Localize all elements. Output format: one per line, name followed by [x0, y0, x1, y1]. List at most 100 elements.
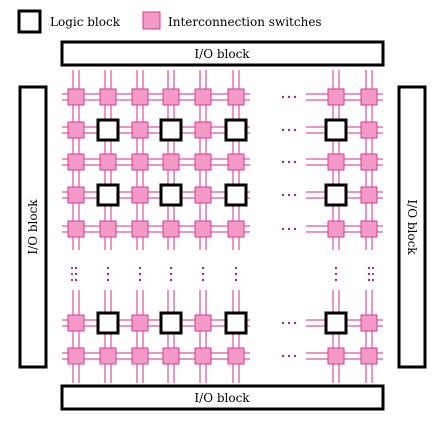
- ellipsis-dot: [234, 278, 238, 282]
- ellipsis-dot: [74, 266, 78, 270]
- ellipsis-dot: [281, 227, 285, 231]
- ellipsis-dot: [287, 193, 291, 197]
- io-block-top-label: I/O block: [194, 47, 250, 61]
- ellipsis-dot: [293, 193, 297, 197]
- interconnection-switch: [227, 88, 245, 106]
- ellipsis-dot: [106, 278, 110, 282]
- ellipsis-dot: [281, 193, 285, 197]
- ellipsis-dot: [106, 272, 110, 276]
- ellipsis-dot: [334, 272, 338, 276]
- interconnection-switch: [194, 220, 212, 238]
- ellipsis-dot: [234, 266, 238, 270]
- interconnection-switch: [67, 88, 85, 106]
- ellipsis-dot: [169, 272, 173, 276]
- logic-blocks: [96, 118, 348, 335]
- legend-logic-block-label: Logic block: [50, 15, 121, 29]
- interconnection-switch: [162, 153, 180, 171]
- ellipsis-dot: [334, 266, 338, 270]
- ellipsis-dot: [138, 266, 142, 270]
- ellipsis-dot: [281, 128, 285, 132]
- legend-switch-swatch: [142, 11, 161, 30]
- interconnection-switch: [67, 347, 85, 365]
- logic-block: [324, 311, 348, 335]
- io-block-right-label: I/O block: [405, 199, 419, 255]
- interconnection-switch: [227, 153, 245, 171]
- ellipsis-dot: [70, 278, 74, 282]
- logic-block: [324, 118, 348, 142]
- interconnection-switch: [194, 347, 212, 365]
- ellipsis-dot: [201, 266, 205, 270]
- ellipsis-dot: [367, 278, 371, 282]
- interconnection-switch: [162, 88, 180, 106]
- interconnection-switch: [67, 314, 85, 332]
- ellipsis-dot: [201, 272, 205, 276]
- io-block-bottom: I/O block: [60, 384, 385, 411]
- ellipsis-dot: [293, 160, 297, 164]
- ellipsis-dot: [281, 354, 285, 358]
- ellipsis-dot: [281, 160, 285, 164]
- ellipsis-dots: [70, 95, 375, 358]
- interconnection-switch: [99, 220, 117, 238]
- interconnection-switch: [360, 153, 378, 171]
- interconnection-switch: [327, 220, 345, 238]
- ellipsis-dot: [293, 227, 297, 231]
- ellipsis-dot: [74, 272, 78, 276]
- ellipsis-dot: [138, 278, 142, 282]
- interconnection-switch: [360, 220, 378, 238]
- interconnection-switch: [131, 314, 149, 332]
- interconnection-switch: [67, 220, 85, 238]
- logic-block: [96, 118, 120, 142]
- interconnection-switch: [131, 153, 149, 171]
- interconnection-switch: [162, 220, 180, 238]
- ellipsis-dot: [281, 321, 285, 325]
- ellipsis-dot: [293, 95, 297, 99]
- io-block-top: I/O block: [60, 40, 385, 67]
- interconnection-switch: [99, 88, 117, 106]
- interconnection-switch: [131, 88, 149, 106]
- ellipsis-dot: [293, 128, 297, 132]
- ellipsis-dot: [287, 128, 291, 132]
- io-block-left-label: I/O block: [26, 199, 40, 255]
- interconnection-switch: [131, 121, 149, 139]
- legend: Logic block Interconnection switches: [17, 9, 322, 34]
- interconnection-switch: [131, 347, 149, 365]
- interconnection-switch: [227, 220, 245, 238]
- ellipsis-dot: [367, 272, 371, 276]
- logic-block: [224, 183, 248, 207]
- ellipsis-dot: [287, 227, 291, 231]
- interconnection-switch: [131, 186, 149, 204]
- ellipsis-dot: [281, 95, 285, 99]
- ellipsis-dot: [371, 272, 375, 276]
- ellipsis-dot: [371, 278, 375, 282]
- ellipsis-dot: [293, 354, 297, 358]
- ellipsis-dot: [70, 272, 74, 276]
- ellipsis-dot: [106, 266, 110, 270]
- interconnection-switch: [99, 153, 117, 171]
- interconnection-switch: [194, 88, 212, 106]
- interconnection-switch: [131, 220, 149, 238]
- interconnection-switch: [162, 347, 180, 365]
- interconnection-switch: [67, 121, 85, 139]
- logic-block: [159, 311, 183, 335]
- logic-block: [224, 118, 248, 142]
- ellipsis-dot: [138, 272, 142, 276]
- interconnection-switch: [360, 186, 378, 204]
- interconnection-switch: [99, 347, 117, 365]
- ellipsis-dot: [287, 321, 291, 325]
- ellipsis-dot: [293, 321, 297, 325]
- ellipsis-dot: [367, 266, 371, 270]
- ellipsis-dot: [70, 266, 74, 270]
- io-block-right: I/O block: [397, 85, 427, 369]
- interconnection-switch: [194, 186, 212, 204]
- logic-block: [96, 311, 120, 335]
- interconnection-switch: [327, 88, 345, 106]
- logic-block: [224, 311, 248, 335]
- ellipsis-dot: [334, 278, 338, 282]
- interconnection-switch: [194, 314, 212, 332]
- ellipsis-dot: [169, 266, 173, 270]
- interconnection-switch: [327, 347, 345, 365]
- interconnection-switch: [360, 121, 378, 139]
- interconnection-switch: [360, 314, 378, 332]
- logic-block: [96, 183, 120, 207]
- interconnection-switches: [67, 88, 378, 365]
